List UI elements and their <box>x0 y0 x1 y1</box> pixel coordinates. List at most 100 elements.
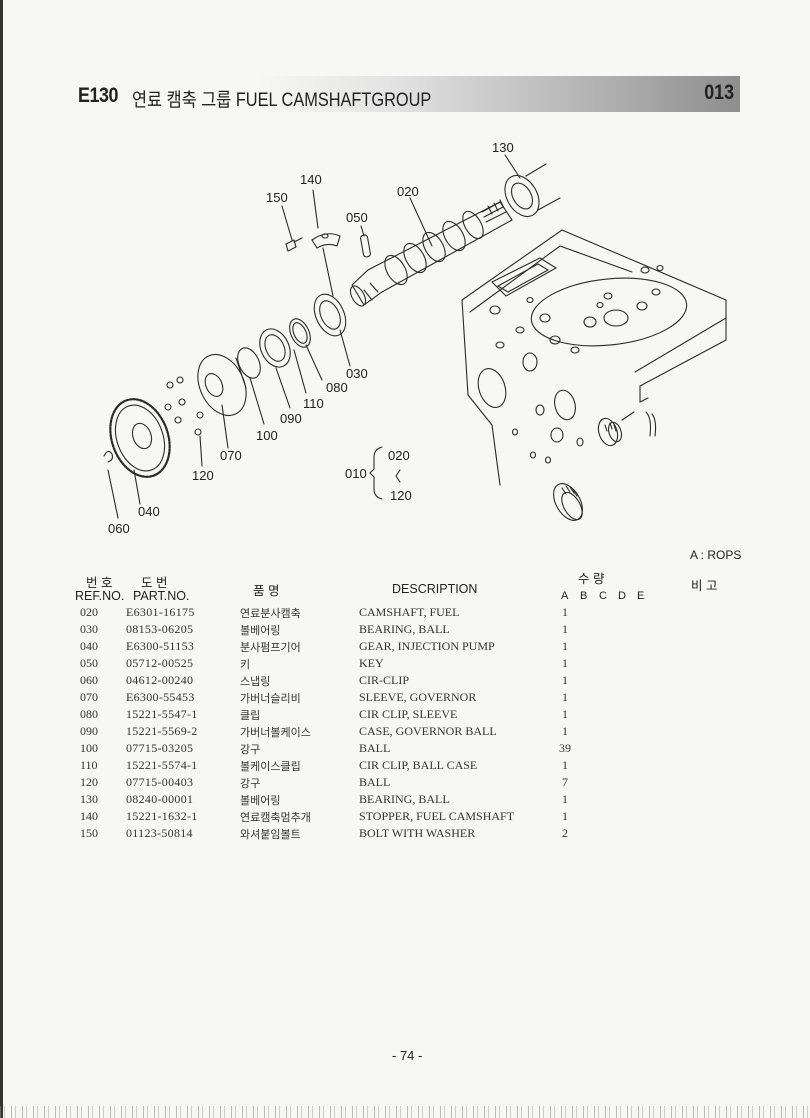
part-no: 07715-03205 <box>126 741 194 755</box>
table-row: 080 15221-5547-1 클립 CIR CLIP, SLEEVE 1 <box>0 707 810 724</box>
description: CAMSHAFT, FUEL <box>359 605 460 619</box>
gear-case-drawing <box>461 229 727 521</box>
part-no: 05712-00525 <box>126 656 194 670</box>
description: BEARING, BALL <box>359 792 450 806</box>
camshaft-drawing <box>349 199 513 307</box>
quantity: 1 <box>562 690 568 704</box>
exploded-parts-diagram: 130 140 150 020 050 030 080 110 090 100 … <box>103 140 727 536</box>
ref-no: 130 <box>80 792 98 806</box>
description: KEY <box>359 656 384 670</box>
description: CIR CLIP, SLEEVE <box>359 707 458 721</box>
description: STOPPER, FUEL CAMSHAFT <box>359 809 515 823</box>
description: GEAR, INJECTION PUMP <box>359 639 495 653</box>
quantity: 1 <box>562 622 568 636</box>
quantity: 2 <box>562 826 568 840</box>
description: SLEEVE, GOVERNOR <box>359 690 477 704</box>
korean-name: 볼케이스클립 <box>240 761 301 773</box>
callout-050: 050 <box>346 210 368 225</box>
table-row: 060 04612-00240 스냅링 CIR-CLIP 1 <box>0 673 810 690</box>
quantity: 1 <box>562 605 568 619</box>
table-row: 120 07715-00403 강구 BALL 7 <box>0 775 810 792</box>
ref-no: 020 <box>80 605 98 619</box>
korean-name: 가버너볼케이스 <box>240 727 311 739</box>
callout-130: 130 <box>492 140 514 155</box>
qty-col-a: A <box>561 590 569 602</box>
header-qty-kor: 수 량 <box>578 572 605 586</box>
callout-020: 020 <box>397 184 419 199</box>
group-code: E130 <box>78 84 118 107</box>
quantity: 1 <box>562 758 568 772</box>
ref-no: 090 <box>80 724 98 738</box>
ref-no: 050 <box>80 656 98 670</box>
table-row: 150 01123-50814 와셔붙임볼트 BOLT WITH WASHER … <box>0 826 810 843</box>
assembly-ref: 010 <box>345 466 367 481</box>
qty-col-d: D <box>618 590 626 602</box>
qty-col-e: E <box>637 590 645 602</box>
quantity: 1 <box>562 656 568 670</box>
korean-name: 강구 <box>240 778 261 790</box>
scan-edge <box>0 0 3 1118</box>
page-code: 013 <box>704 81 734 104</box>
quantity: 1 <box>562 639 568 653</box>
korean-name: 연료분사캠축 <box>240 608 301 620</box>
table-row: 030 08153-06205 볼베어링 BEARING, BALL 1 <box>0 622 810 639</box>
table-row: 100 07715-03205 강구 BALL 39 <box>0 741 810 758</box>
part-no: E6300-55453 <box>126 690 195 704</box>
qty-col-c: C <box>599 590 607 602</box>
korean-name: 연료캠축멈추개 <box>240 812 311 824</box>
part-no: 01123-50814 <box>126 826 193 840</box>
scan-noise <box>0 1106 810 1118</box>
ref-no: 040 <box>80 639 98 653</box>
quantity: 1 <box>562 707 568 721</box>
header-remarks-kor: 비 고 <box>691 579 718 593</box>
header-ref: REF.NO. <box>75 589 125 603</box>
table-row: 020 E6301-16175 연료분사캠축 CAMSHAFT, FUEL 1 <box>0 605 810 622</box>
key-050-drawing <box>360 225 371 258</box>
korean-name: 클립 <box>240 710 261 722</box>
callout-060: 060 <box>108 521 130 536</box>
description: BALL <box>359 741 391 755</box>
bearing-030-drawing <box>313 293 351 367</box>
description: BOLT WITH WASHER <box>359 826 476 840</box>
callout-070: 070 <box>220 448 242 463</box>
table-row: 090 15221-5569-2 가버너볼케이스 CASE, GOVERNOR … <box>0 724 810 741</box>
ref-no: 080 <box>80 707 98 721</box>
quantity: 39 <box>559 741 571 755</box>
korean-name: 가버너슬리비 <box>240 693 301 705</box>
callout-100: 100 <box>256 428 278 443</box>
header-description: DESCRIPTION <box>392 582 478 596</box>
clips-case-drawing <box>237 318 323 425</box>
korean-name: 볼베어링 <box>240 625 281 637</box>
table-row: 140 15221-1632-1 연료캠축멈추개 STOPPER, FUEL C… <box>0 809 810 826</box>
header-ref-kor: 번 호 <box>86 576 113 590</box>
callout-030: 030 <box>346 366 368 381</box>
assembly-part-020: 020 <box>388 448 410 463</box>
page-number: - 74 - <box>392 1048 423 1063</box>
part-no: E6301-16175 <box>126 605 195 619</box>
ref-no: 060 <box>80 673 98 687</box>
ref-no: 070 <box>80 690 98 704</box>
part-no: E6300-51153 <box>126 639 195 653</box>
part-no: 07715-00403 <box>126 775 194 789</box>
callout-150: 150 <box>266 190 288 205</box>
ref-no: 110 <box>80 758 98 772</box>
group-title: 연료 캠축 그룹 FUEL CAMSHAFTGROUP <box>132 90 432 111</box>
ref-no: 120 <box>80 775 98 789</box>
table-row: 040 E6300-51153 분사펌프기어 GEAR, INJECTION P… <box>0 639 810 656</box>
header-part-kor: 도 번 <box>141 576 168 590</box>
assembly-bracket <box>369 446 401 500</box>
quantity: 1 <box>562 809 568 823</box>
part-no: 15221-5574-1 <box>126 758 198 772</box>
korean-name: 분사펌프기어 <box>240 642 301 654</box>
table-row: 130 08240-00001 볼베어링 BEARING, BALL 1 <box>0 792 810 809</box>
qty-col-b: B <box>580 590 588 602</box>
ref-no: 150 <box>80 826 98 840</box>
callout-110: 110 <box>303 396 324 411</box>
ref-no: 140 <box>80 809 98 823</box>
stopper-bolt-drawing <box>281 189 341 297</box>
quantity: 1 <box>562 673 568 687</box>
quantity: 7 <box>562 775 568 789</box>
part-no: 15221-1632-1 <box>126 809 198 823</box>
korean-name: 스냅링 <box>240 676 271 688</box>
table-row: 110 15221-5574-1 볼케이스클립 CIR CLIP, BALL C… <box>0 758 810 775</box>
